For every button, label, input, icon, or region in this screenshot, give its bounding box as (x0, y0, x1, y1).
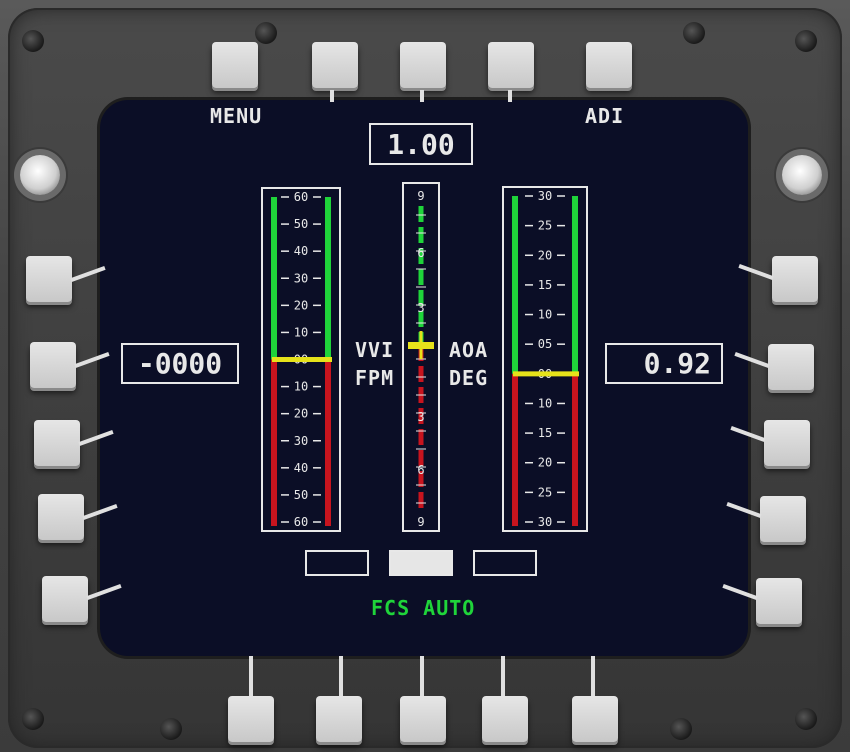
aoa-unit-label: DEG (449, 366, 489, 390)
osb-left-5[interactable] (42, 576, 88, 622)
aoa-label: AOA (449, 338, 489, 362)
osb-top-2[interactable] (312, 42, 358, 88)
bolt-icon (22, 708, 44, 730)
osb-right-3[interactable] (764, 420, 810, 466)
osb-right-2[interactable] (768, 344, 814, 390)
vvi-unit-label: FPM (355, 366, 395, 390)
brightness-knob-right[interactable] (782, 155, 822, 195)
bolt-icon (670, 718, 692, 740)
mode-box-right (473, 550, 537, 576)
aoa-readout: 0.92 (605, 343, 723, 384)
osb-bottom-2[interactable] (316, 696, 362, 742)
bolt-icon (160, 718, 182, 740)
osb-right-5[interactable] (756, 578, 802, 624)
osb-right-4[interactable] (760, 496, 806, 542)
bolt-icon (795, 30, 817, 52)
g-readout: 1.00 (369, 123, 473, 165)
osb-left-3[interactable] (34, 420, 80, 466)
vvi-readout: -0000 (121, 343, 239, 384)
osb-bottom-5[interactable] (572, 696, 618, 742)
osb-bottom-4[interactable] (482, 696, 528, 742)
osb-label-adi: ADI (585, 104, 625, 128)
bolt-icon (683, 22, 705, 44)
osb-connector (330, 90, 334, 102)
osb-label-menu: MENU (210, 104, 263, 128)
osb-connector (420, 656, 424, 696)
osb-bottom-3[interactable] (400, 696, 446, 742)
osb-bottom-1[interactable] (228, 696, 274, 742)
mode-box-center (389, 550, 453, 576)
osb-connector (591, 656, 595, 696)
fcs-status: FCS AUTO (371, 596, 476, 620)
osb-top-3[interactable] (400, 42, 446, 88)
osb-right-1[interactable] (772, 256, 818, 302)
brightness-knob-left[interactable] (20, 155, 60, 195)
osb-top-1[interactable] (212, 42, 258, 88)
osb-left-1[interactable] (26, 256, 72, 302)
osb-left-4[interactable] (38, 494, 84, 540)
bolt-icon (255, 22, 277, 44)
vvi-label: VVI (355, 338, 395, 362)
osb-connector (249, 656, 253, 696)
osb-connector (508, 90, 512, 102)
bolt-icon (795, 708, 817, 730)
osb-top-4[interactable] (488, 42, 534, 88)
osb-connector (420, 90, 424, 102)
osb-connector (339, 656, 343, 696)
osb-connector (501, 656, 505, 696)
mode-box-left (305, 550, 369, 576)
osb-top-5[interactable] (586, 42, 632, 88)
bolt-icon (22, 30, 44, 52)
osb-left-2[interactable] (30, 342, 76, 388)
